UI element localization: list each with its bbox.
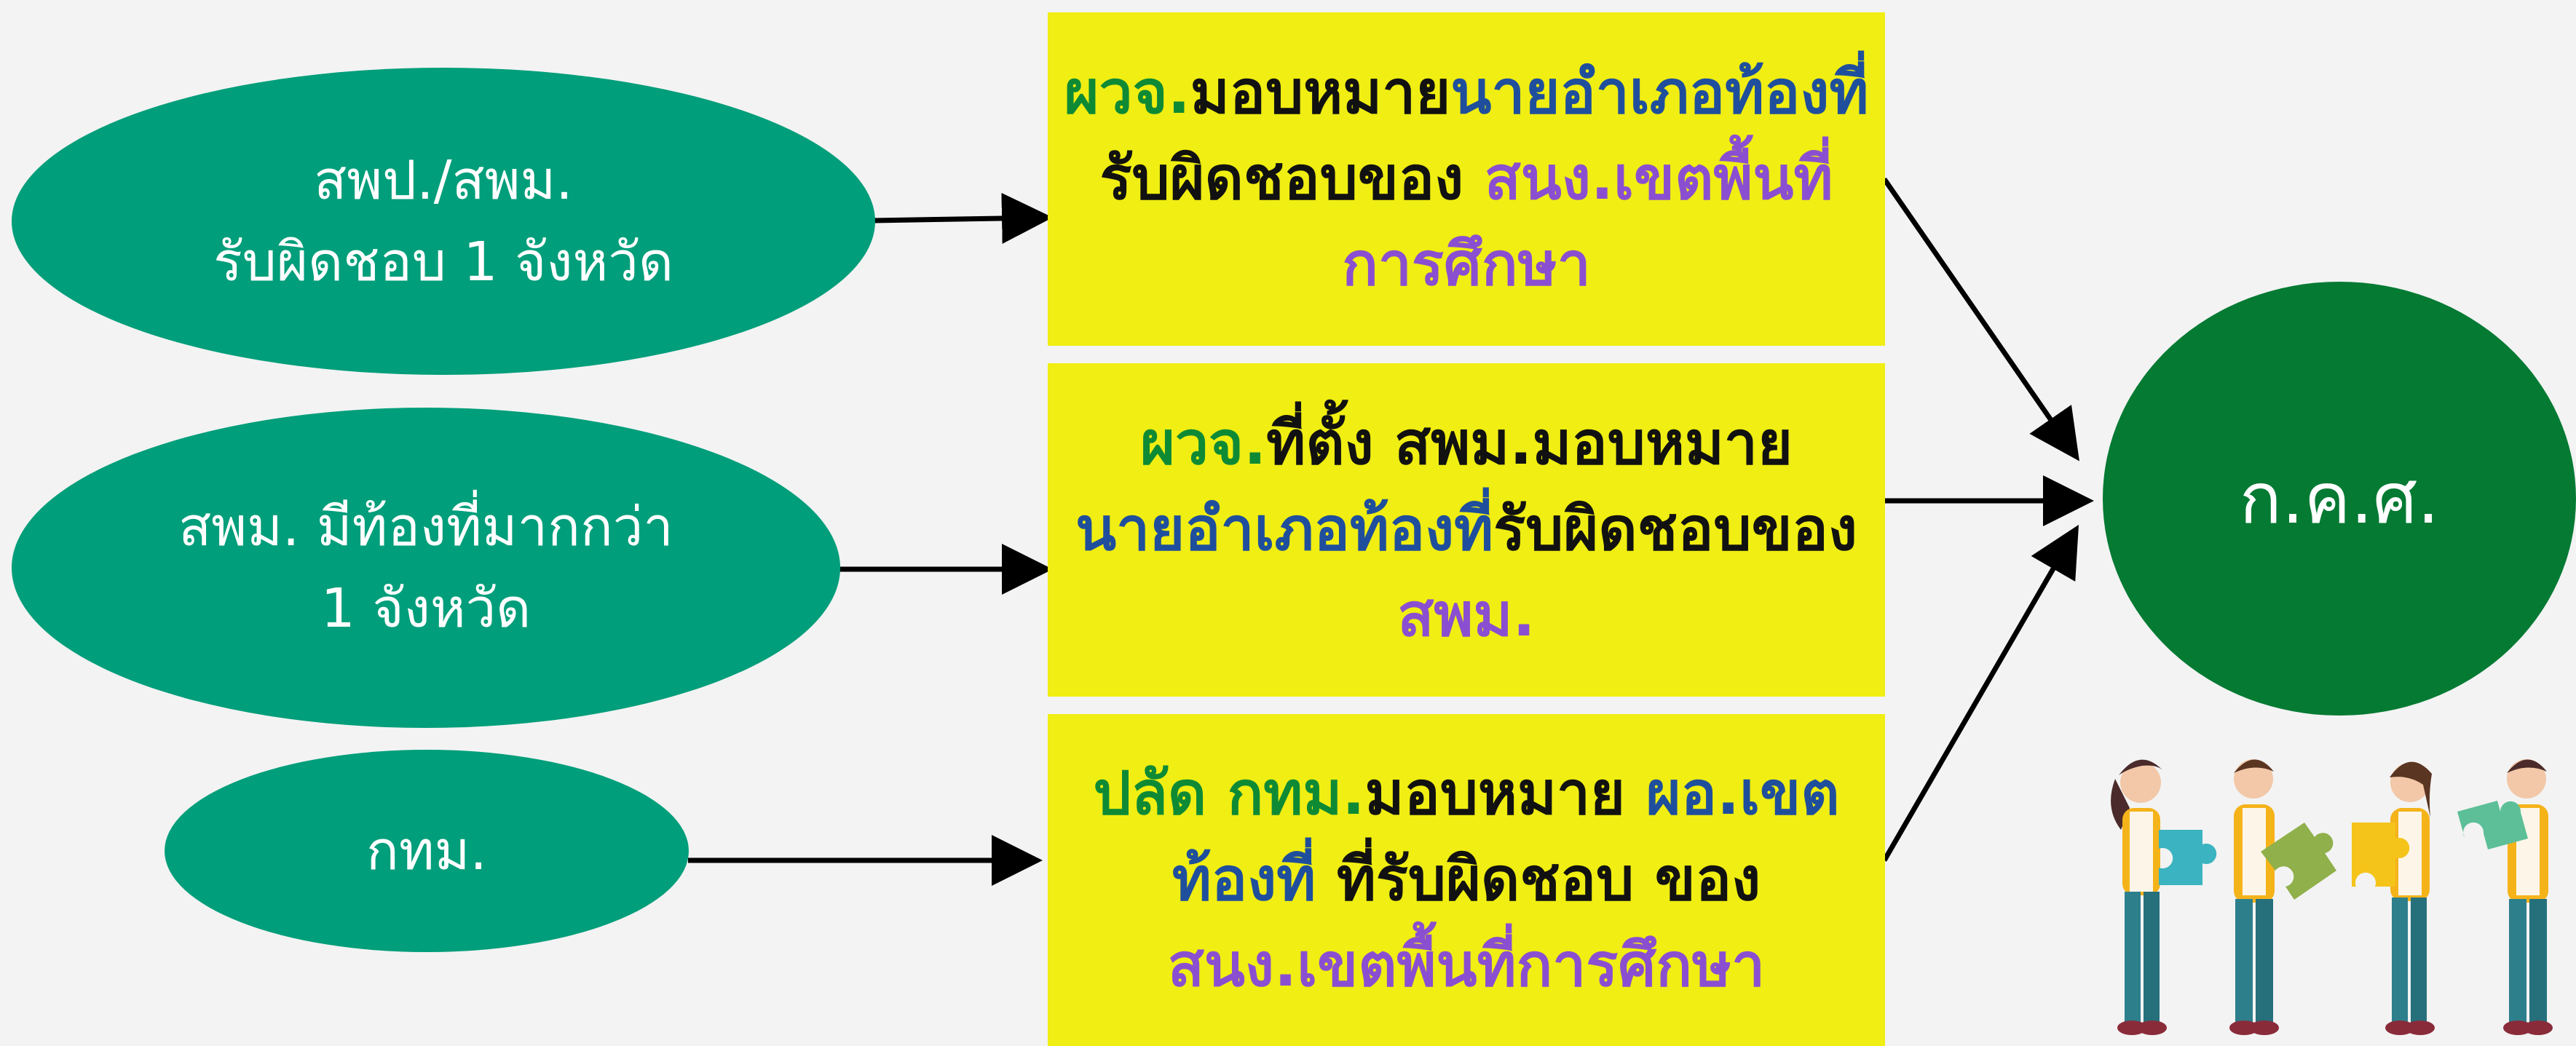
box1-seg2: มอบหมาย (1190, 58, 1451, 127)
box1-seg3: นายอำเภอท้องที่ (1450, 58, 1869, 127)
box3-seg1: ปลัด กทม. (1093, 759, 1365, 828)
box1-seg4: รับผิดชอบของ (1099, 144, 1464, 213)
arrow-box3-to-target (1881, 524, 2079, 862)
arrow-box1-to-target (1882, 178, 2079, 461)
person-2 (2229, 759, 2279, 1035)
box2-seg1: ผวจ. (1139, 409, 1267, 478)
node-multi-province-office-line2: 1 จังหวัด (320, 577, 532, 640)
node-province-office-line1: สพป./สพม. (314, 149, 573, 212)
node-province-office: สพป./สพม. รับผิดชอบ 1 จังหวัด (12, 68, 875, 375)
target-node: ก.ค.ศ. (2103, 282, 2576, 716)
person-4 (2503, 759, 2553, 1035)
box2-seg2: ที่ตั้ง สพม.มอบหมาย (1266, 409, 1793, 478)
box1-seg6: การศึกษา (1342, 230, 1591, 299)
box2-seg5: สพม. (1397, 581, 1536, 650)
box3-seg3: ผอ.เขต (1645, 759, 1840, 828)
person-3 (2385, 761, 2435, 1035)
arrow-node1-to-box1 (873, 192, 1053, 244)
box-governor-district-chief: ผวจ.มอบหมายนายอำเภอท้องที่ รับผิดชอบของ … (1048, 12, 1885, 346)
box3-seg5: ที่รับผิดชอบ ของ (1336, 845, 1761, 914)
box-governor-secondary-office: ผวจ.ที่ตั้ง สพม.มอบหมาย นายอำเภอท้องที่ร… (1048, 363, 1885, 697)
node-bangkok: กทม. (165, 750, 689, 952)
node-province-office-line2: รับผิดชอบ 1 จังหวัด (213, 231, 673, 293)
box3-seg6: สนง.เขตพื้นที่การศึกษา (1167, 931, 1766, 1000)
node-multi-province-office: สพม. มีท้องที่มากกว่า 1 จังหวัด (12, 408, 840, 728)
node-bangkok-line1: กทม. (366, 820, 487, 882)
box2-seg3: นายอำเภอท้องที่ (1075, 495, 1494, 564)
box3-seg2: มอบหมาย (1364, 759, 1626, 828)
node-multi-province-office-line1: สพม. มีท้องที่มากกว่า (178, 496, 673, 558)
box3-seg4: ท้องที่ (1172, 845, 1316, 914)
target-label: ก.ค.ศ. (2239, 458, 2440, 539)
box2-seg4: รับผิดชอบของ (1493, 495, 1857, 564)
box1-seg5: สนง.เขตพื้นที่ (1484, 144, 1833, 213)
people-holding-puzzle-pieces-icon (2111, 759, 2553, 1035)
person-1 (2111, 759, 2167, 1035)
box1-seg1: ผวจ. (1064, 58, 1190, 127)
box-bangkok-permanent-secretary: ปลัด กทม.มอบหมาย ผอ.เขต ท้องที่ ที่รับผิ… (1048, 714, 1885, 1046)
